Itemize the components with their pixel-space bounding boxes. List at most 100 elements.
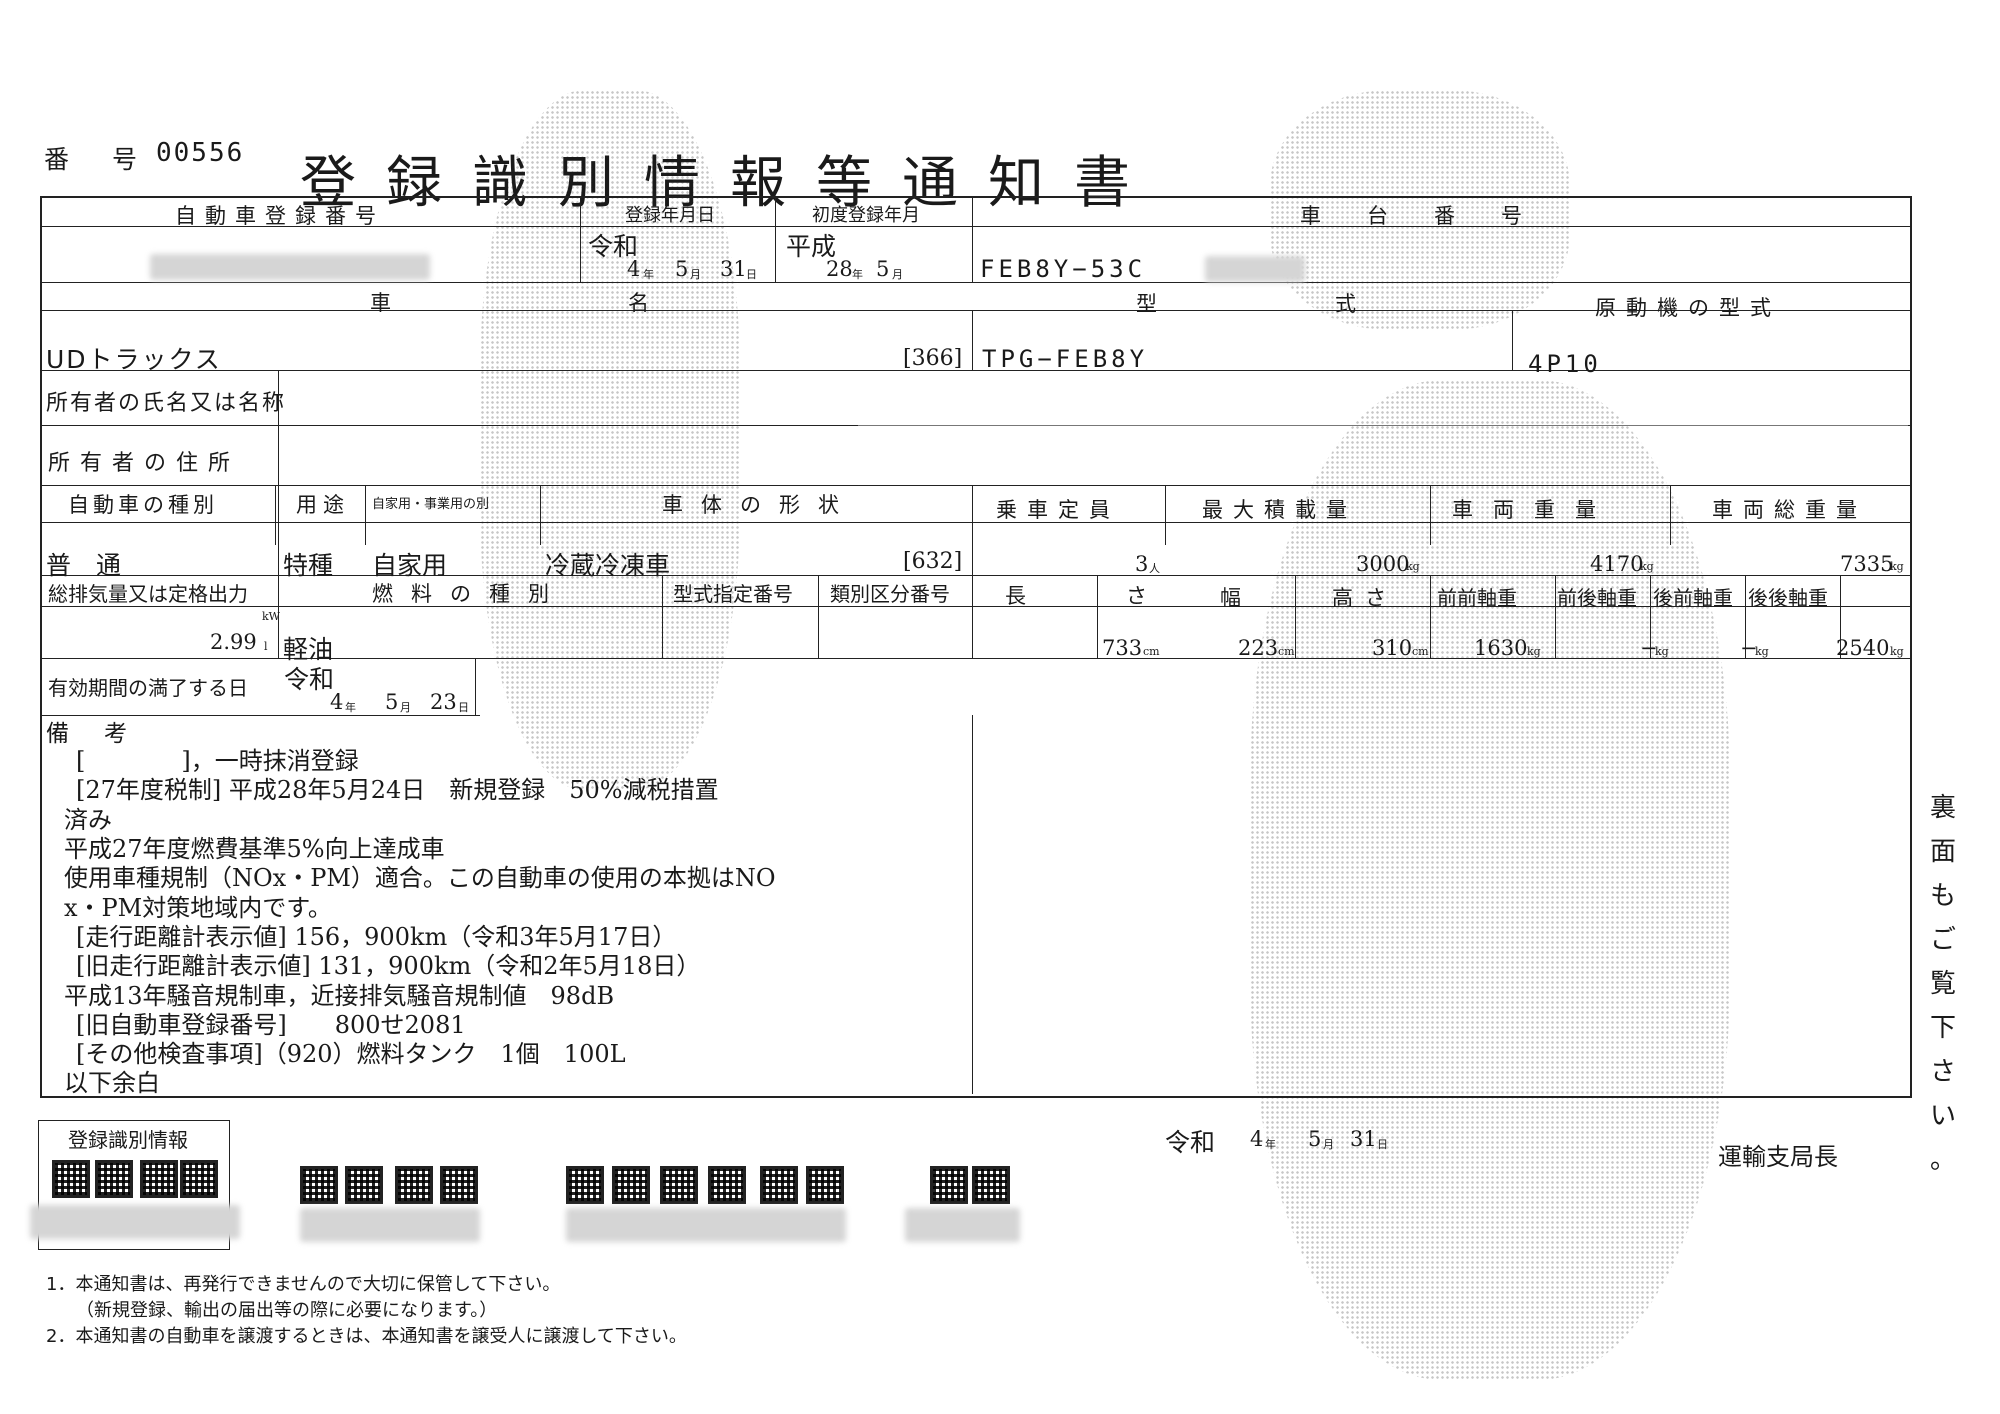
registration-day: 31 <box>720 257 747 281</box>
form-frame <box>40 196 1912 1098</box>
axle-rf-label: 後前軸重 <box>1653 586 1733 610</box>
max-load-value: 3000 <box>1356 552 1410 576</box>
security-pattern <box>480 90 740 790</box>
axle-fr-label: 前後軸重 <box>1557 586 1637 610</box>
document-title: 登録識別情報等通知書 <box>300 151 1160 216</box>
body-shape-label: 車体の形状 <box>662 493 857 517</box>
model-label: 型 <box>1136 292 1166 316</box>
issue-year: 4 <box>1250 1127 1264 1151</box>
security-pattern <box>1270 90 1570 330</box>
qr-box <box>38 1120 230 1250</box>
qr-code <box>440 1166 478 1204</box>
maker-code: [366] <box>903 346 963 371</box>
qr-code <box>95 1160 133 1198</box>
first-registration-year: 28 <box>826 257 853 281</box>
qr-code <box>708 1166 746 1204</box>
height-label: 高さ <box>1332 586 1398 610</box>
axle-rr-label: 後後軸重 <box>1748 586 1828 610</box>
qr-code <box>566 1166 604 1204</box>
remarks-line: 平成27年度燃費基準5%向上達成車 <box>64 835 445 863</box>
expiry-year: 4 <box>330 690 344 714</box>
class-number-label: 類別区分番号 <box>830 582 950 606</box>
footer-note-1: 1．本通知書は、再発行できませんので大切に保管して下さい。 <box>46 1274 561 1295</box>
remarks-line: [ ]，一時抹消登録 <box>76 747 359 775</box>
displacement-value: 2.99 <box>210 630 257 654</box>
engine-model-label: 原動機の型式 <box>1595 296 1781 320</box>
issuer: 運輸支局長 <box>1718 1143 1838 1171</box>
remarks-line: x・PM対策地域内です。 <box>64 894 332 922</box>
gross-weight-value: 7335 <box>1840 552 1894 576</box>
engine-model-value: 4P10 <box>1528 350 1602 378</box>
private-value: 自家用 <box>372 551 448 580</box>
qr-redacted <box>30 1205 240 1239</box>
remarks-line: [旧自動車登録番号] 800せ2081 <box>76 1011 466 1039</box>
qr-code <box>806 1166 844 1204</box>
expiry-label: 有効期間の満了する日 <box>48 676 248 700</box>
qr-code <box>930 1166 968 1204</box>
axle-ff-label: 前前軸重 <box>1437 586 1517 610</box>
owner-address-label: 所有者の住所 <box>48 451 241 476</box>
expiry-era: 令和 <box>284 665 335 694</box>
issue-day: 31 <box>1350 1127 1377 1151</box>
remarks-line: 使用車種規制（NOx・PM）適合。この自動車の使用の本拠はNO <box>64 864 776 892</box>
fuel-type-label: 燃料の種別 <box>372 582 567 606</box>
car-name-label-2: 名 <box>628 291 658 315</box>
fuel-type: 軽油 <box>283 635 334 664</box>
axle-rf-value: − <box>1740 636 1758 660</box>
use-label: 用途 <box>296 493 350 517</box>
gross-weight-label: 車両総重量 <box>1712 498 1867 522</box>
axle-ff-value: 1630 <box>1474 636 1528 660</box>
private-business-label: 自家用・事業用の別 <box>372 497 490 512</box>
expiry-month: 5 <box>385 690 399 714</box>
owner-name-label: 所有者の氏名又は名称 <box>46 391 287 416</box>
vehicle-kind-label: 自動車の種別 <box>68 493 218 517</box>
capacity-value: 3 <box>1135 552 1149 576</box>
qr-redacted <box>905 1208 1020 1242</box>
body-shape-code: [632] <box>903 549 963 574</box>
remarks-line: [27年度税制] 平成28年5月24日 新規登録 50%減税措置 <box>76 776 719 804</box>
remarks-line: 以下余白 <box>64 1069 160 1097</box>
qr-code <box>972 1166 1010 1204</box>
vehicle-kind: 普 通 <box>46 551 122 580</box>
number-value: 00556 <box>156 138 245 168</box>
car-name-label: 車 <box>370 291 400 315</box>
qr-code <box>300 1166 338 1204</box>
qr-code <box>395 1166 433 1204</box>
length-value: 733 <box>1102 636 1143 660</box>
first-registration-era: 平成 <box>786 232 837 261</box>
maker-name: UDトラックス <box>46 345 222 374</box>
expiry-day: 23 <box>430 690 457 714</box>
qr-code <box>52 1160 90 1198</box>
registration-era: 令和 <box>588 232 639 261</box>
registration-month: 5 <box>675 257 689 281</box>
use-value: 特種 <box>283 551 334 580</box>
model-label-2: 式 <box>1335 292 1365 316</box>
qr-code <box>760 1166 798 1204</box>
axle-rr-value: 2540 <box>1836 636 1890 660</box>
height-value: 310 <box>1372 636 1413 660</box>
registration-number-redacted <box>150 254 430 280</box>
qr-label: 登録識別情報 <box>68 1128 188 1152</box>
remarks-line: [旧走行距離計表示値] 131，900km（令和2年5月18日） <box>76 952 701 980</box>
first-registration-label: 初度登録年月 <box>812 205 920 226</box>
remarks-line: [走行距離計表示値] 156，900km（令和3年5月17日） <box>76 923 677 951</box>
chassis-number-value: FEB8Y−53C <box>980 255 1147 283</box>
issue-era: 令和 <box>1165 1128 1216 1157</box>
qr-redacted <box>300 1208 480 1242</box>
remarks-label: 備 考 <box>46 721 133 747</box>
qr-code <box>180 1160 218 1198</box>
qr-code <box>660 1166 698 1204</box>
chassis-number-redacted <box>1205 256 1305 282</box>
first-registration-month: 5 <box>876 257 890 281</box>
remarks-line: 済み <box>64 806 112 834</box>
registration-date-label: 登録年月日 <box>625 205 715 226</box>
axle-fr-value: − <box>1640 636 1658 660</box>
vehicle-weight-label: 車両重量 <box>1452 498 1616 522</box>
max-load-label: 最大積載量 <box>1202 498 1357 522</box>
displacement-label: 総排気量又は定格出力 <box>48 582 248 606</box>
body-shape: 冷蔵冷凍車 <box>545 551 671 580</box>
remarks-line: 平成13年騒音規制車，近接排気騒音規制値 98dB <box>64 982 615 1010</box>
chassis-number-label: 車台番号 <box>1300 204 1568 228</box>
model-value: TPG−FEB8Y <box>982 345 1149 373</box>
number-label: 番 号 <box>44 145 147 174</box>
